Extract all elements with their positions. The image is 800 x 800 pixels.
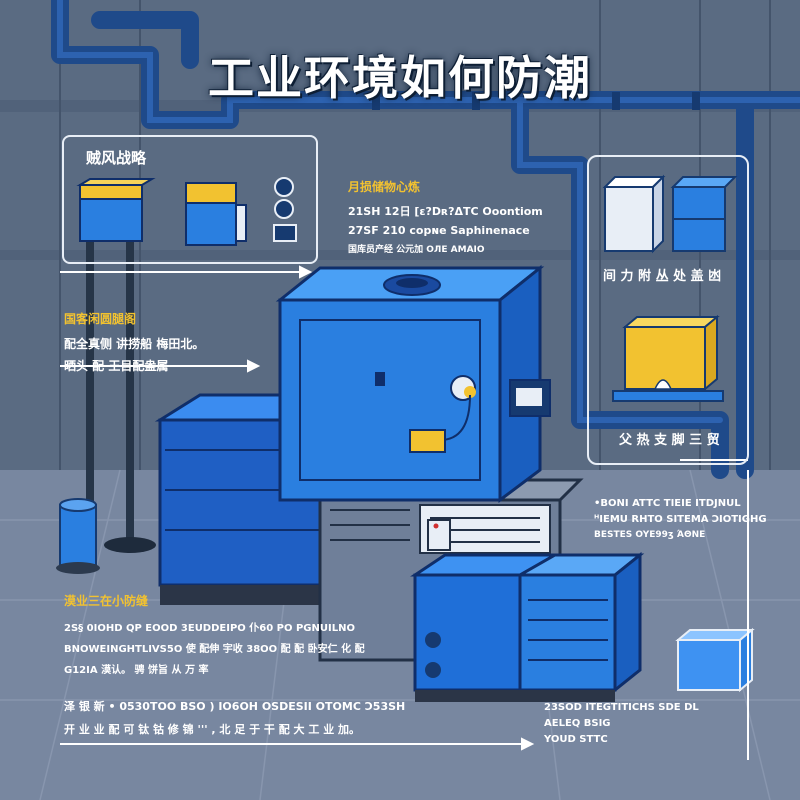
right-panel-caption-1: 间 力 附 丛 处 盖 凼	[603, 269, 722, 284]
right-panel: 间 力 附 丛 处 盖 凼 父 热 支 脚 三 贸	[587, 155, 749, 465]
bottom-line: 泽 银 新 • 0530TOO BSO ) IO6OH OSDESII OTOM…	[64, 700, 406, 713]
right-block-2: 23SOD ITEGTITICHS SDE DL AELEQ BSIG YOUD…	[544, 702, 699, 745]
right-block-1: •BONI ATTC TIEIE ITDJNUL ᴴIEMU RHTO SITE…	[594, 498, 767, 540]
info-line: 21SH 12日 [ε?Dʀ?ΔΤC Ooontiom	[348, 205, 543, 218]
left-block-2: 漠业三在小防缝 2S§ 0IOHD QP EOOD 3EUDDEIPO 仆60 …	[64, 592, 365, 676]
bottom-line: 开 业 业 配 可 钛 钴 修 锦 ꞌꞌꞌ , 北 足 于 干 配 大 工 业 …	[64, 723, 361, 736]
left-block-1-line: 配全真侧 讲捞船 梅田北。	[64, 337, 205, 351]
right-block-2-line: YOUD STTC	[544, 734, 608, 745]
info-line: 国库员产经 公元加 OЛЕ AMAIO	[348, 245, 485, 255]
info-line: 27SF 210 ᴄopɴe Saphinenace	[348, 224, 530, 237]
left-block-2-line: G12IA 漠认。 骋 饼旨 从 万 率	[64, 665, 209, 676]
yellow-box-illustration	[612, 314, 724, 402]
info-block: 月损储物心炼 21SH 12日 [ε?Dʀ?ΔΤC Ooontiom 27SF …	[348, 178, 543, 255]
right-block-1-line: ΒESTES OYE99ʒ ΆΘΝΕ	[594, 530, 706, 540]
panel-title: 贼风战略	[86, 149, 147, 167]
right-block-1-line: •BONI ATTC TIEIE ITDJNUL	[594, 498, 741, 509]
left-block-1-heading: 国客闲圆腿阁	[64, 312, 137, 326]
bottom-block: 泽 银 新 • 0530TOO BSO ) IO6OH OSDESII OTOM…	[64, 698, 405, 737]
panel-illustration	[76, 177, 297, 246]
boxes-illustration	[602, 174, 738, 254]
left-block-2-line: 2S§ 0IOHD QP EOOD 3EUDDEIPO 仆60 PO PGNUI…	[64, 623, 355, 634]
info-heading: 月损储物心炼	[348, 180, 421, 194]
left-block-2-line: BNOWEINGHTLIVS5O 使 配伸 宇收 38OO 配 配 卧安仁 化 …	[64, 644, 365, 655]
right-block-2-line: AELEQ BSIG	[544, 718, 611, 729]
page-title: 工业环境如何防潮	[208, 51, 592, 105]
right-block-2-line: 23SOD ITEGTITICHS SDE DL	[544, 702, 699, 713]
top-left-panel: 贼风战略	[62, 135, 318, 264]
left-block-2-heading: 漠业三在小防缝	[64, 594, 149, 608]
left-block-1-line: 晒头 配 王目配盎属	[64, 359, 169, 373]
right-panel-caption-2: 父 热 支 脚 三 贸	[619, 433, 720, 448]
left-block-1: 国客闲圆腿阁 配全真侧 讲捞船 梅田北。 晒头 配 王目配盎属	[64, 310, 204, 374]
right-block-1-line: ᴴIEMU RHTO SITEMA ϽIOTIGHG	[594, 514, 767, 525]
